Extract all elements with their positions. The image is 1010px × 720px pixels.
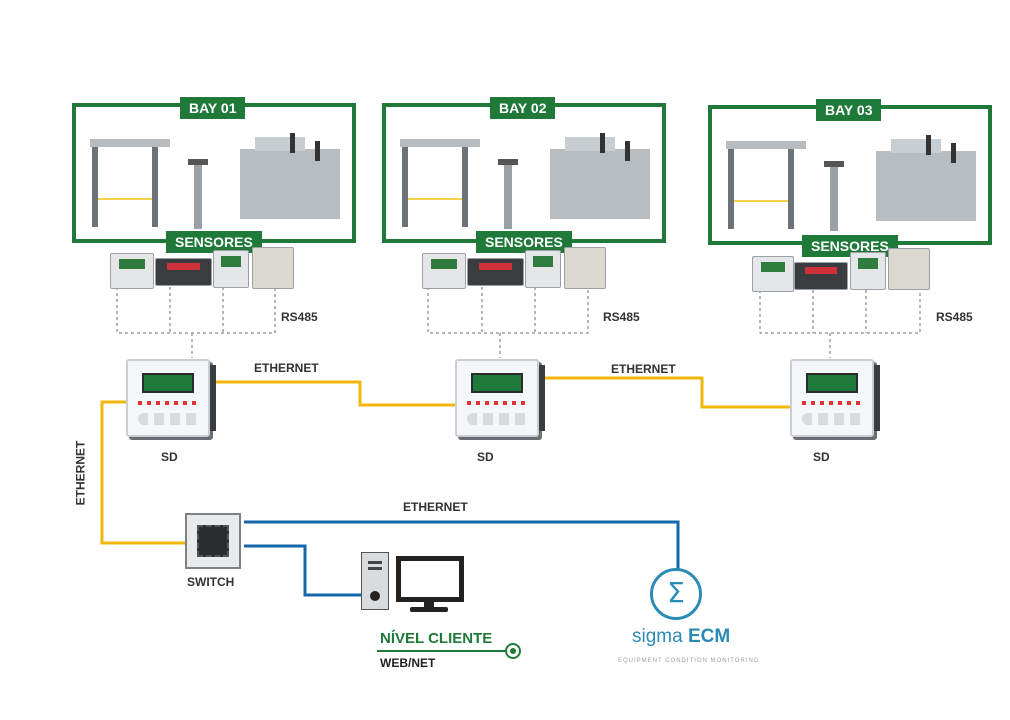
bay-02-panel: BAY 02 SENSORES (382, 97, 666, 253)
substation-equipment-image (400, 133, 650, 229)
sensor-device (252, 247, 294, 289)
switch-label: SWITCH (187, 575, 235, 589)
sd-2-label: SD (477, 450, 494, 464)
sensor-device (794, 262, 848, 290)
rs485-bus-bay-01 (116, 287, 276, 358)
substation-equipment-image (726, 135, 976, 231)
bay-03-rs485-label: RS485 (936, 310, 973, 324)
bay-02-label: BAY 02 (490, 97, 556, 119)
monitor-icon (396, 556, 464, 602)
chip-icon (197, 525, 229, 557)
ethernet-label-1: ETHERNET (254, 361, 319, 375)
sigma-ecm-wordmark: sigma ECM (632, 626, 730, 648)
ethernet-link-sd1-sd2 (213, 380, 456, 407)
bay-03-label: BAY 03 (816, 99, 882, 121)
client-level-subtitle: WEB/NET (380, 656, 436, 670)
bay-01-rs485-label: RS485 (281, 310, 318, 324)
sensor-device (110, 253, 154, 289)
rs485-bus-bay-02 (427, 287, 589, 358)
bay-01-label: BAY 01 (180, 97, 246, 119)
sigma-wordmark-bold: ECM (687, 626, 731, 647)
sensor-device (525, 250, 561, 288)
sensor-device (467, 258, 524, 286)
ethernet-link-switch-pc (244, 544, 362, 597)
client-level-title: NÍVEL CLIENTE (380, 630, 493, 647)
switch-device (185, 513, 241, 569)
sensor-device (564, 247, 606, 289)
bay-03-panel: BAY 03 SENSORES (708, 99, 992, 257)
bay-03-sensors-label: SENSORES (802, 235, 898, 257)
bay-02-rs485-label: RS485 (603, 310, 640, 324)
ethernet-link-sd2-sd3 (545, 376, 792, 409)
computer-tower-icon (361, 552, 389, 610)
ethernet-label-2: ETHERNET (611, 362, 676, 376)
ethernet-link-switch-sigma (244, 520, 680, 570)
sd-1-label: SD (161, 450, 178, 464)
sd-device-1 (126, 359, 216, 437)
sensor-device (213, 250, 249, 288)
sd-3-label: SD (813, 450, 830, 464)
sd-device-2 (455, 359, 545, 437)
substation-equipment-image (90, 133, 340, 229)
sensor-device (422, 253, 466, 289)
sensor-device (888, 248, 930, 290)
bay-01-panel: BAY 01 SENSORES (72, 97, 356, 253)
bay-02-sensors-label: SENSORES (476, 231, 572, 253)
sigma-logo-icon: Σ (650, 568, 702, 620)
sensor-device (752, 256, 794, 292)
ethernet-link-sd1-switch (100, 400, 186, 545)
sigma-wordmark-light: sigma (632, 626, 683, 647)
sensor-device (155, 258, 212, 286)
rs485-bus-bay-03 (759, 290, 921, 358)
ethernet-label-vertical: ETHERNET (73, 440, 88, 506)
sensor-device (850, 252, 886, 290)
sd-device-3 (790, 359, 880, 437)
bay-01-sensors-label: SENSORES (166, 231, 262, 253)
ethernet-label-blue: ETHERNET (403, 500, 468, 514)
sigma-tagline: EQUIPMENT CONDITION MONITORING (618, 658, 760, 664)
